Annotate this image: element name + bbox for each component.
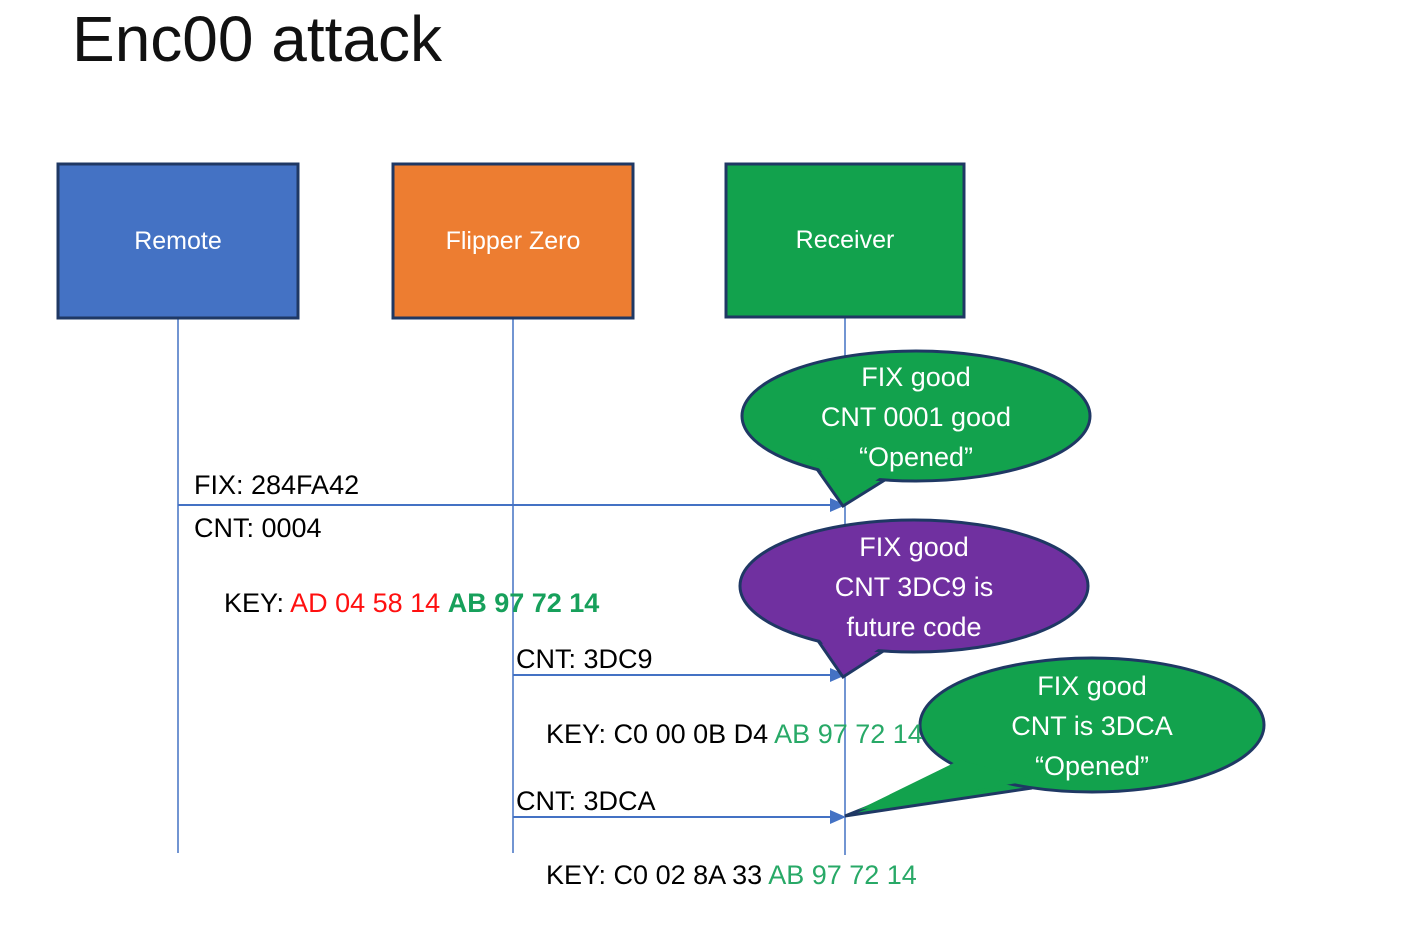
- actor-box-receiver: [724, 162, 966, 319]
- msg2-key-green-bytes: AB 97 72 14: [774, 719, 923, 749]
- msg1-fix-text: FIX: 284FA42: [194, 470, 360, 500]
- slide-title: Enc00 attack: [72, 3, 442, 75]
- msg1-key-text: KEY: AD 04 58 14 AB 97 72 14: [194, 552, 599, 654]
- callout-2-ellipse: [738, 518, 1090, 654]
- arrow-msg2-head: [830, 668, 846, 682]
- sequence-diagram-graphics: [56, 162, 1266, 855]
- msg3-cnt-text: CNT: 3DCA: [516, 786, 656, 816]
- msg1-key-red-bytes: AD 04 58 14: [290, 588, 448, 618]
- callout-1-ellipse: [740, 349, 1092, 483]
- slide-canvas: Enc00 attack: [56, 3, 1266, 890]
- actor-box-remote: [56, 162, 300, 320]
- arrow-msg3-head: [830, 810, 846, 824]
- arrow-msg1-head: [830, 498, 846, 512]
- msg2-key-text: KEY: C0 00 0B D4 AB 97 72 14: [516, 683, 923, 785]
- callout-3-tail-join: [858, 760, 1035, 810]
- msg3-key-text: KEY: C0 02 8A 33 AB 97 72 14: [516, 824, 917, 926]
- msg1-key-prefix: KEY:: [224, 588, 291, 618]
- msg1-key-green-bytes: AB 97 72 14: [447, 588, 600, 618]
- callout-bubble-3: [844, 656, 1266, 818]
- msg1-cnt-text: CNT: 0004: [194, 513, 322, 543]
- msg2-cnt-text: CNT: 3DC9: [516, 644, 653, 674]
- msg3-key-prefix: KEY: C0 02 8A 33: [546, 860, 769, 890]
- msg3-key-green-bytes: AB 97 72 14: [768, 860, 917, 890]
- callout-bubble-1: [740, 349, 1092, 509]
- callout-2-tail-join: [808, 625, 892, 671]
- callout-bubble-2: [738, 518, 1090, 680]
- callout-1-tail-join: [808, 455, 892, 500]
- actor-box-flipper-zero: [391, 162, 635, 320]
- msg2-key-prefix: KEY: C0 00 0B D4: [546, 719, 775, 749]
- callout-3-ellipse: [918, 656, 1266, 794]
